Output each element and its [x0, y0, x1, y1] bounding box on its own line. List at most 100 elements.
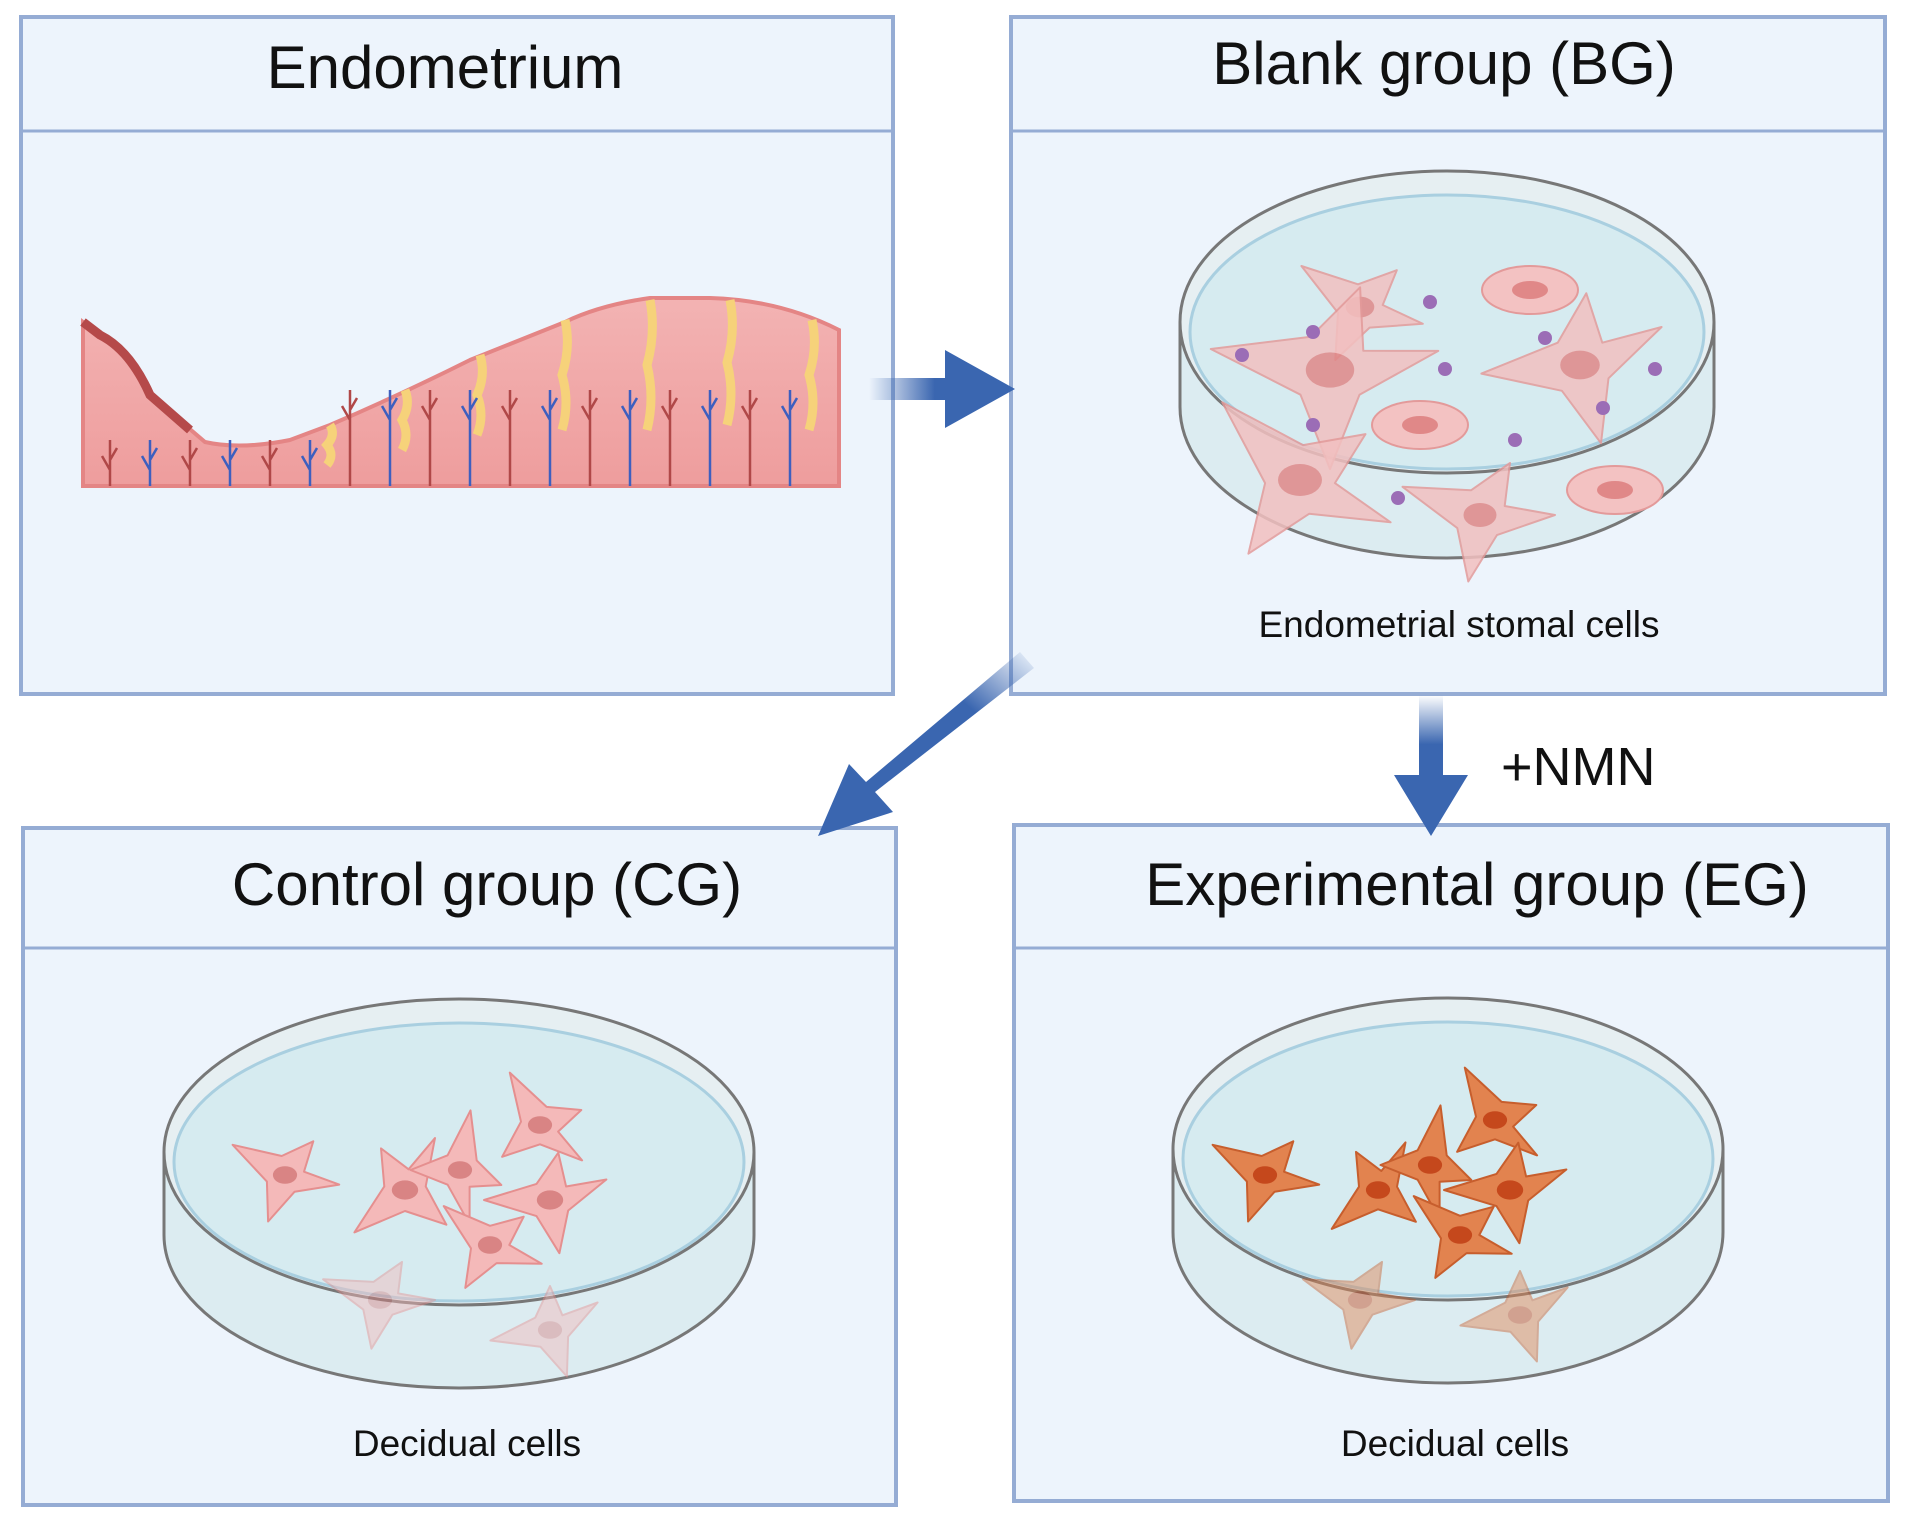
cell-nucleus [1482, 1111, 1508, 1129]
panel-title: Control group (CG) [232, 851, 742, 918]
cell-nucleus [537, 1321, 563, 1339]
cell [1456, 1066, 1539, 1157]
vessel [100, 440, 119, 486]
cell [353, 1137, 448, 1234]
vessel [300, 440, 319, 486]
gland [472, 353, 487, 437]
panel-title: Blank group (BG) [1212, 30, 1676, 97]
cell [231, 1140, 341, 1223]
particle [1391, 491, 1405, 505]
cell [1379, 1104, 1473, 1221]
cell-nucleus [1507, 1306, 1533, 1324]
cell [501, 1071, 584, 1162]
panel-caption: Decidual cells [353, 1423, 581, 1464]
cell-nucleus [272, 1166, 298, 1184]
panel-control-group: Control group (CG) Decidual cells [21, 826, 898, 1507]
cell-nucleus [1512, 281, 1548, 299]
cell [1302, 1260, 1416, 1350]
vessel [180, 440, 199, 486]
cell [483, 1151, 608, 1255]
gland [804, 319, 819, 432]
particle [1423, 295, 1437, 309]
cell-nucleus [1252, 1166, 1278, 1184]
panel-experimental-group: Experimental group (EG) Decidual cells [1012, 823, 1890, 1503]
vessel [420, 390, 439, 486]
particle [1235, 348, 1249, 362]
cell [1209, 286, 1440, 470]
endometrium-tissue-illustration [80, 296, 841, 488]
vessel [540, 390, 559, 486]
cell-nucleus [1417, 1156, 1443, 1174]
vessel [340, 390, 359, 486]
cell-body [489, 1285, 599, 1378]
panel-caption: Decidual cells [1341, 1423, 1569, 1464]
panel-title: Experimental group (EG) [1145, 851, 1809, 918]
petri-dish-stromal [1178, 169, 1716, 583]
cell-nucleus [1560, 350, 1600, 380]
cell-nucleus [1447, 1226, 1473, 1244]
cell-nucleus [1305, 352, 1355, 388]
vessel [780, 390, 799, 486]
panel-title: Endometrium [267, 34, 624, 101]
cell-body [1302, 1260, 1416, 1350]
particle [1596, 401, 1610, 415]
gland [722, 299, 737, 427]
particle [1648, 362, 1662, 376]
cell [1412, 1195, 1513, 1279]
cell-nucleus [536, 1190, 564, 1210]
cell [442, 1205, 543, 1289]
cell-nucleus [1597, 481, 1633, 499]
petri-dish-decidual-control [162, 997, 756, 1390]
cell-nucleus [1402, 416, 1438, 434]
cell-nucleus [1463, 503, 1497, 527]
cell [322, 1260, 436, 1350]
vessel [660, 390, 679, 486]
cell-body [322, 1260, 436, 1350]
vessel [580, 390, 599, 486]
cell-nucleus [1365, 1181, 1391, 1199]
vessel [460, 390, 479, 486]
cell-nucleus [527, 1116, 553, 1134]
vessel [380, 390, 399, 486]
vessel [620, 390, 639, 486]
cell-body [1459, 1270, 1569, 1363]
gland [321, 422, 337, 468]
vessel [700, 390, 719, 486]
cell [1443, 1141, 1568, 1245]
panel-blank-group: Blank group (BG) Endometrial stomal cell… [1009, 15, 1887, 696]
vessel [220, 440, 239, 486]
cell [1401, 462, 1556, 583]
particle [1306, 325, 1320, 339]
panel-caption: Endometrial stomal cells [1259, 604, 1660, 645]
particle [1438, 362, 1452, 376]
cell [1221, 401, 1392, 555]
cell [1480, 292, 1663, 445]
petri-dish-decidual-experimental [1171, 996, 1725, 1385]
cell-nucleus [447, 1161, 473, 1179]
cell [1459, 1270, 1569, 1363]
gland [396, 388, 412, 453]
cell-nucleus [391, 1180, 419, 1200]
gland [557, 319, 572, 432]
vessel [500, 390, 519, 486]
vessel [740, 390, 759, 486]
particle [1306, 418, 1320, 432]
cell-nucleus [477, 1236, 503, 1254]
cell [409, 1109, 503, 1226]
arrow-down-icon [1394, 695, 1468, 836]
treatment-label: +NMN [1501, 737, 1656, 797]
cell [1211, 1140, 1321, 1223]
particle [1538, 331, 1552, 345]
panel-endometrium: Endometrium [19, 15, 895, 696]
cell-nucleus [1496, 1180, 1524, 1200]
vessel [260, 440, 279, 486]
arrow-diagonal-icon [818, 652, 1034, 836]
cell-nucleus [1347, 1291, 1373, 1309]
cell-nucleus [1278, 464, 1322, 496]
cell-nucleus [367, 1291, 393, 1309]
vessel [140, 440, 159, 486]
gland [642, 299, 657, 432]
arrow-right-icon [869, 350, 1015, 428]
particle [1508, 433, 1522, 447]
